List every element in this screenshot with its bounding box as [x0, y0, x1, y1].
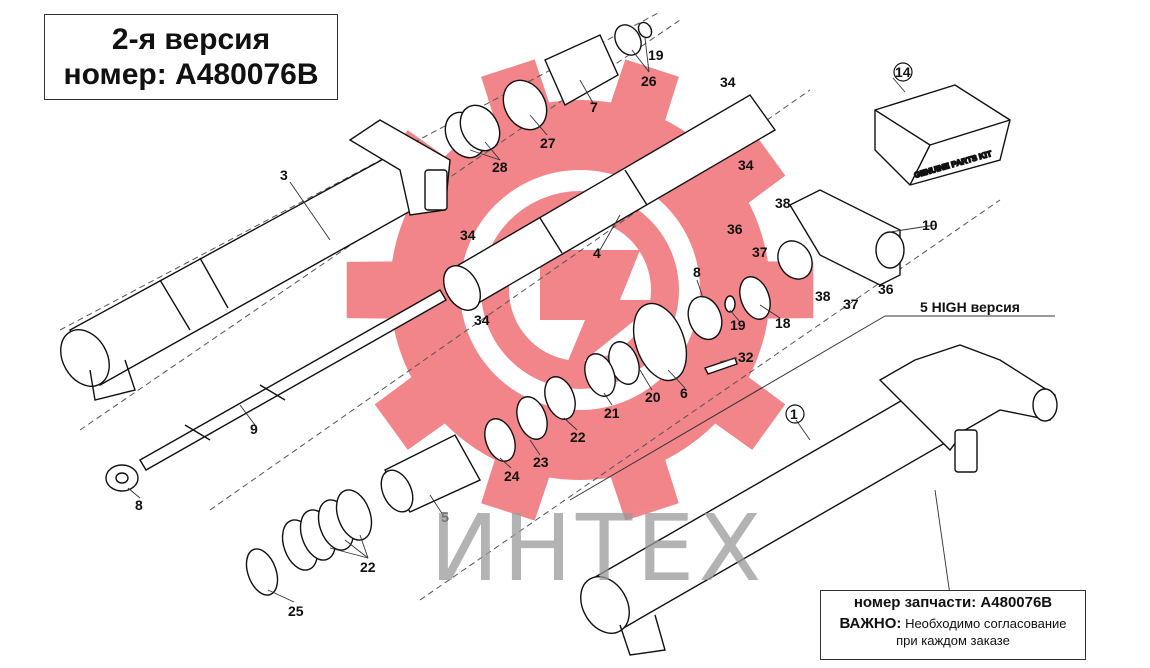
part-number: номер запчасти: A480076B — [853, 594, 1053, 611]
callout-32: 32 — [738, 349, 754, 365]
gear-tooth — [607, 59, 679, 130]
callout-37-right: 37 — [843, 296, 859, 312]
callout-25: 25 — [288, 603, 304, 619]
part-info-box: номер запчасти: A480076B ВАЖНО: Необходи… — [820, 590, 1086, 660]
important-note: ВАЖНО: Необходимо согласование при каждо… — [821, 615, 1085, 649]
gear-tooth — [374, 371, 454, 450]
callout-34-top: 34 — [720, 74, 736, 90]
callout-6: 6 — [680, 385, 688, 401]
callout-5: 5 — [441, 509, 449, 525]
callout-38-bottom: 38 — [815, 288, 831, 304]
callout-37-left: 37 — [752, 244, 768, 260]
spring-stack-part-22 — [245, 489, 373, 596]
cylinder-tube-part-3 — [60, 119, 451, 401]
callout-34-upper: 34 — [738, 157, 754, 173]
callout-7: 7 — [590, 99, 598, 115]
variant-label: 5 HIGH версия — [920, 299, 1020, 315]
callout-4: 4 — [593, 245, 601, 261]
callout-18: 18 — [775, 315, 791, 331]
callout-3: 3 — [280, 167, 288, 183]
callout-numbers: 1 3 4 5 6 7 8 8 9 10 14 18 19 19 20 21 2… — [135, 47, 938, 619]
callout-24: 24 — [504, 468, 520, 484]
parts-kit-box-part-14: GENUINE PARTS KIT — [874, 84, 1011, 186]
version-title-box: 2-я версия номер: A480076B — [44, 14, 338, 100]
number-line: номер: A480076B — [63, 58, 319, 91]
callout-34-lower: 34 — [474, 312, 490, 328]
tie-rod-part-9 — [139, 289, 447, 471]
callout-28: 28 — [492, 159, 508, 175]
callout-10: 10 — [922, 217, 938, 233]
callout-14: 14 — [895, 64, 911, 80]
callout-23: 23 — [533, 454, 549, 470]
important-text: Необходимо согласование — [905, 616, 1067, 631]
watermark-text: ИНТЕХ — [430, 495, 765, 602]
assembled-cylinder-part-1 — [580, 344, 1058, 656]
important-label: ВАЖНО: — [839, 615, 902, 632]
piston-part-5 — [380, 434, 481, 513]
callout-20: 20 — [645, 389, 661, 405]
important-text-2: при каждом заказе — [896, 633, 1010, 648]
callout-8-left: 8 — [135, 497, 143, 513]
callout-circle-14 — [893, 62, 913, 82]
callout-34-middle: 34 — [460, 227, 476, 243]
callout-19-top: 19 — [648, 47, 664, 63]
callout-1: 1 — [790, 406, 798, 422]
callout-leader-lines — [127, 37, 951, 603]
callout-9: 9 — [250, 421, 258, 437]
callout-22-bottom: 22 — [360, 559, 376, 575]
callout-21: 21 — [604, 405, 620, 421]
variant-label-leader — [569, 315, 886, 501]
gear-tooth — [481, 450, 553, 521]
callout-27: 27 — [540, 135, 556, 151]
top-seal-rings — [444, 21, 653, 159]
callout-36-right: 36 — [878, 281, 894, 297]
gear-tooth — [706, 371, 786, 450]
callout-8-right: 8 — [693, 264, 701, 280]
gear-tooth — [346, 261, 403, 319]
version-line: 2-я версия — [111, 23, 271, 56]
inner-tube-part-4 — [442, 94, 777, 311]
middle-seal-rings — [484, 276, 771, 462]
callout-38-top: 38 — [775, 195, 791, 211]
callout-26: 26 — [641, 73, 657, 89]
callout-19-mid: 19 — [730, 317, 746, 333]
callout-36-left: 36 — [727, 221, 743, 237]
callout-circle-1 — [785, 404, 805, 424]
callout-22-mid: 22 — [570, 429, 586, 445]
bushing-part-8-left — [105, 464, 139, 492]
head-block-part-10 — [777, 189, 905, 286]
